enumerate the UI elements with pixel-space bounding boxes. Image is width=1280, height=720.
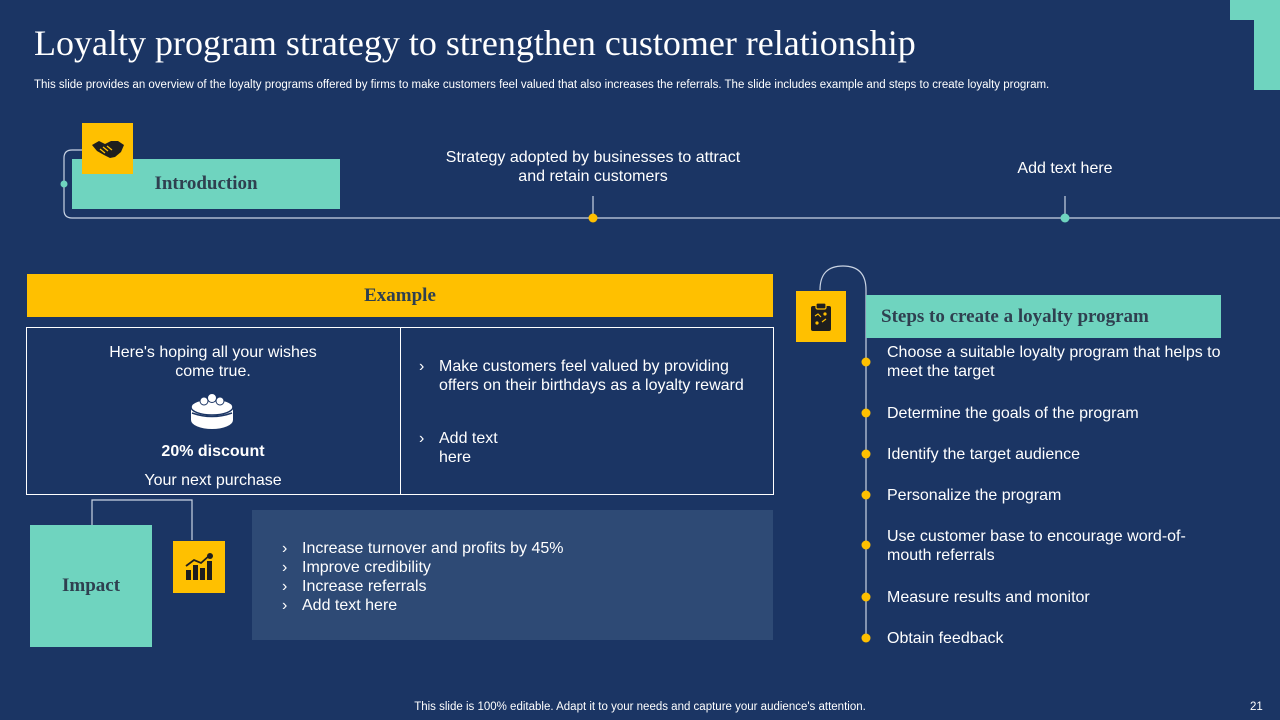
discount-value: 20% discount bbox=[161, 443, 265, 460]
slide-footer: This slide is 100% editable. Adapt it to… bbox=[414, 701, 866, 713]
chevron-right-icon: › bbox=[282, 597, 288, 614]
impact-label: Impact bbox=[61, 575, 121, 596]
step-item: Use customer base to encourage word-of-m… bbox=[887, 528, 1186, 564]
discount-note: Your next purchase bbox=[144, 472, 282, 489]
chevron-right-icon: › bbox=[282, 559, 288, 576]
handshake-icon bbox=[82, 123, 133, 174]
example-divider bbox=[400, 328, 401, 494]
impact-bullet-text: Improve credibility bbox=[302, 559, 431, 576]
example-header: Example bbox=[27, 274, 773, 317]
introduction-timeline bbox=[60, 149, 1280, 223]
steps-header-label: Steps to create a loyalty program bbox=[881, 305, 1149, 327]
chevron-right-icon: › bbox=[419, 430, 425, 447]
impact-bullet: › Add text here bbox=[282, 596, 742, 615]
impact-connector bbox=[91, 499, 193, 540]
impact-bullet: › Improve credibility bbox=[282, 558, 742, 577]
introduction-label: Introduction bbox=[154, 173, 258, 194]
introduction-point-2: Add text here bbox=[1017, 160, 1113, 177]
impact-bullet: › Increase turnover and profits by 45% bbox=[282, 539, 742, 558]
chevron-right-icon: › bbox=[282, 540, 288, 557]
impact-bullets: › Increase turnover and profits by 45% ›… bbox=[282, 539, 742, 615]
step-item: Measure results and monitor bbox=[887, 589, 1090, 606]
step-item: Identify the target audience bbox=[887, 446, 1081, 463]
step-item: Obtain feedback bbox=[887, 630, 1004, 647]
impact-bullet: › Increase referrals bbox=[282, 577, 742, 596]
example-card-line: Here's hoping all your wishes come true. bbox=[109, 344, 317, 380]
impact-bullet-text: Increase turnover and profits by 45% bbox=[302, 540, 564, 557]
slide-title: Loyalty program strategy to strengthen c… bbox=[34, 23, 916, 63]
chevron-right-icon: › bbox=[282, 578, 288, 595]
slide-subtitle: This slide provides an overview of the l… bbox=[34, 79, 1050, 91]
cake-icon bbox=[189, 390, 235, 432]
impact-bullet-text: Add text here bbox=[302, 597, 398, 614]
impact-label-box: Impact bbox=[30, 525, 152, 647]
impact-bullet-text: Increase referrals bbox=[302, 578, 427, 595]
example-bullet: › Make customers feel valued by providin… bbox=[419, 357, 759, 395]
clipboard-icon bbox=[796, 291, 846, 342]
example-bullet: › Add text here bbox=[419, 429, 509, 467]
example-bullet-text: Add text here bbox=[439, 430, 498, 466]
chevron-right-icon: › bbox=[419, 358, 425, 375]
step-item: Determine the goals of the program bbox=[887, 405, 1139, 422]
example-panel: Here's hoping all your wishes come true.… bbox=[26, 327, 774, 495]
example-bullet-text: Make customers feel valued by providing … bbox=[439, 358, 744, 394]
steps-header: Steps to create a loyalty program bbox=[866, 295, 1221, 338]
example-header-label: Example bbox=[364, 284, 436, 306]
impact-panel: › Increase turnover and profits by 45% ›… bbox=[252, 510, 773, 640]
steps-timeline bbox=[819, 265, 871, 643]
corner-decoration bbox=[1230, 0, 1280, 90]
step-item: Personalize the program bbox=[887, 487, 1062, 504]
page-number: 21 bbox=[1250, 701, 1263, 713]
step-item: Choose a suitable loyalty program that h… bbox=[887, 344, 1221, 380]
growth-chart-icon bbox=[173, 541, 225, 593]
introduction-point-1: Strategy adopted by businesses to attrac… bbox=[445, 149, 741, 185]
